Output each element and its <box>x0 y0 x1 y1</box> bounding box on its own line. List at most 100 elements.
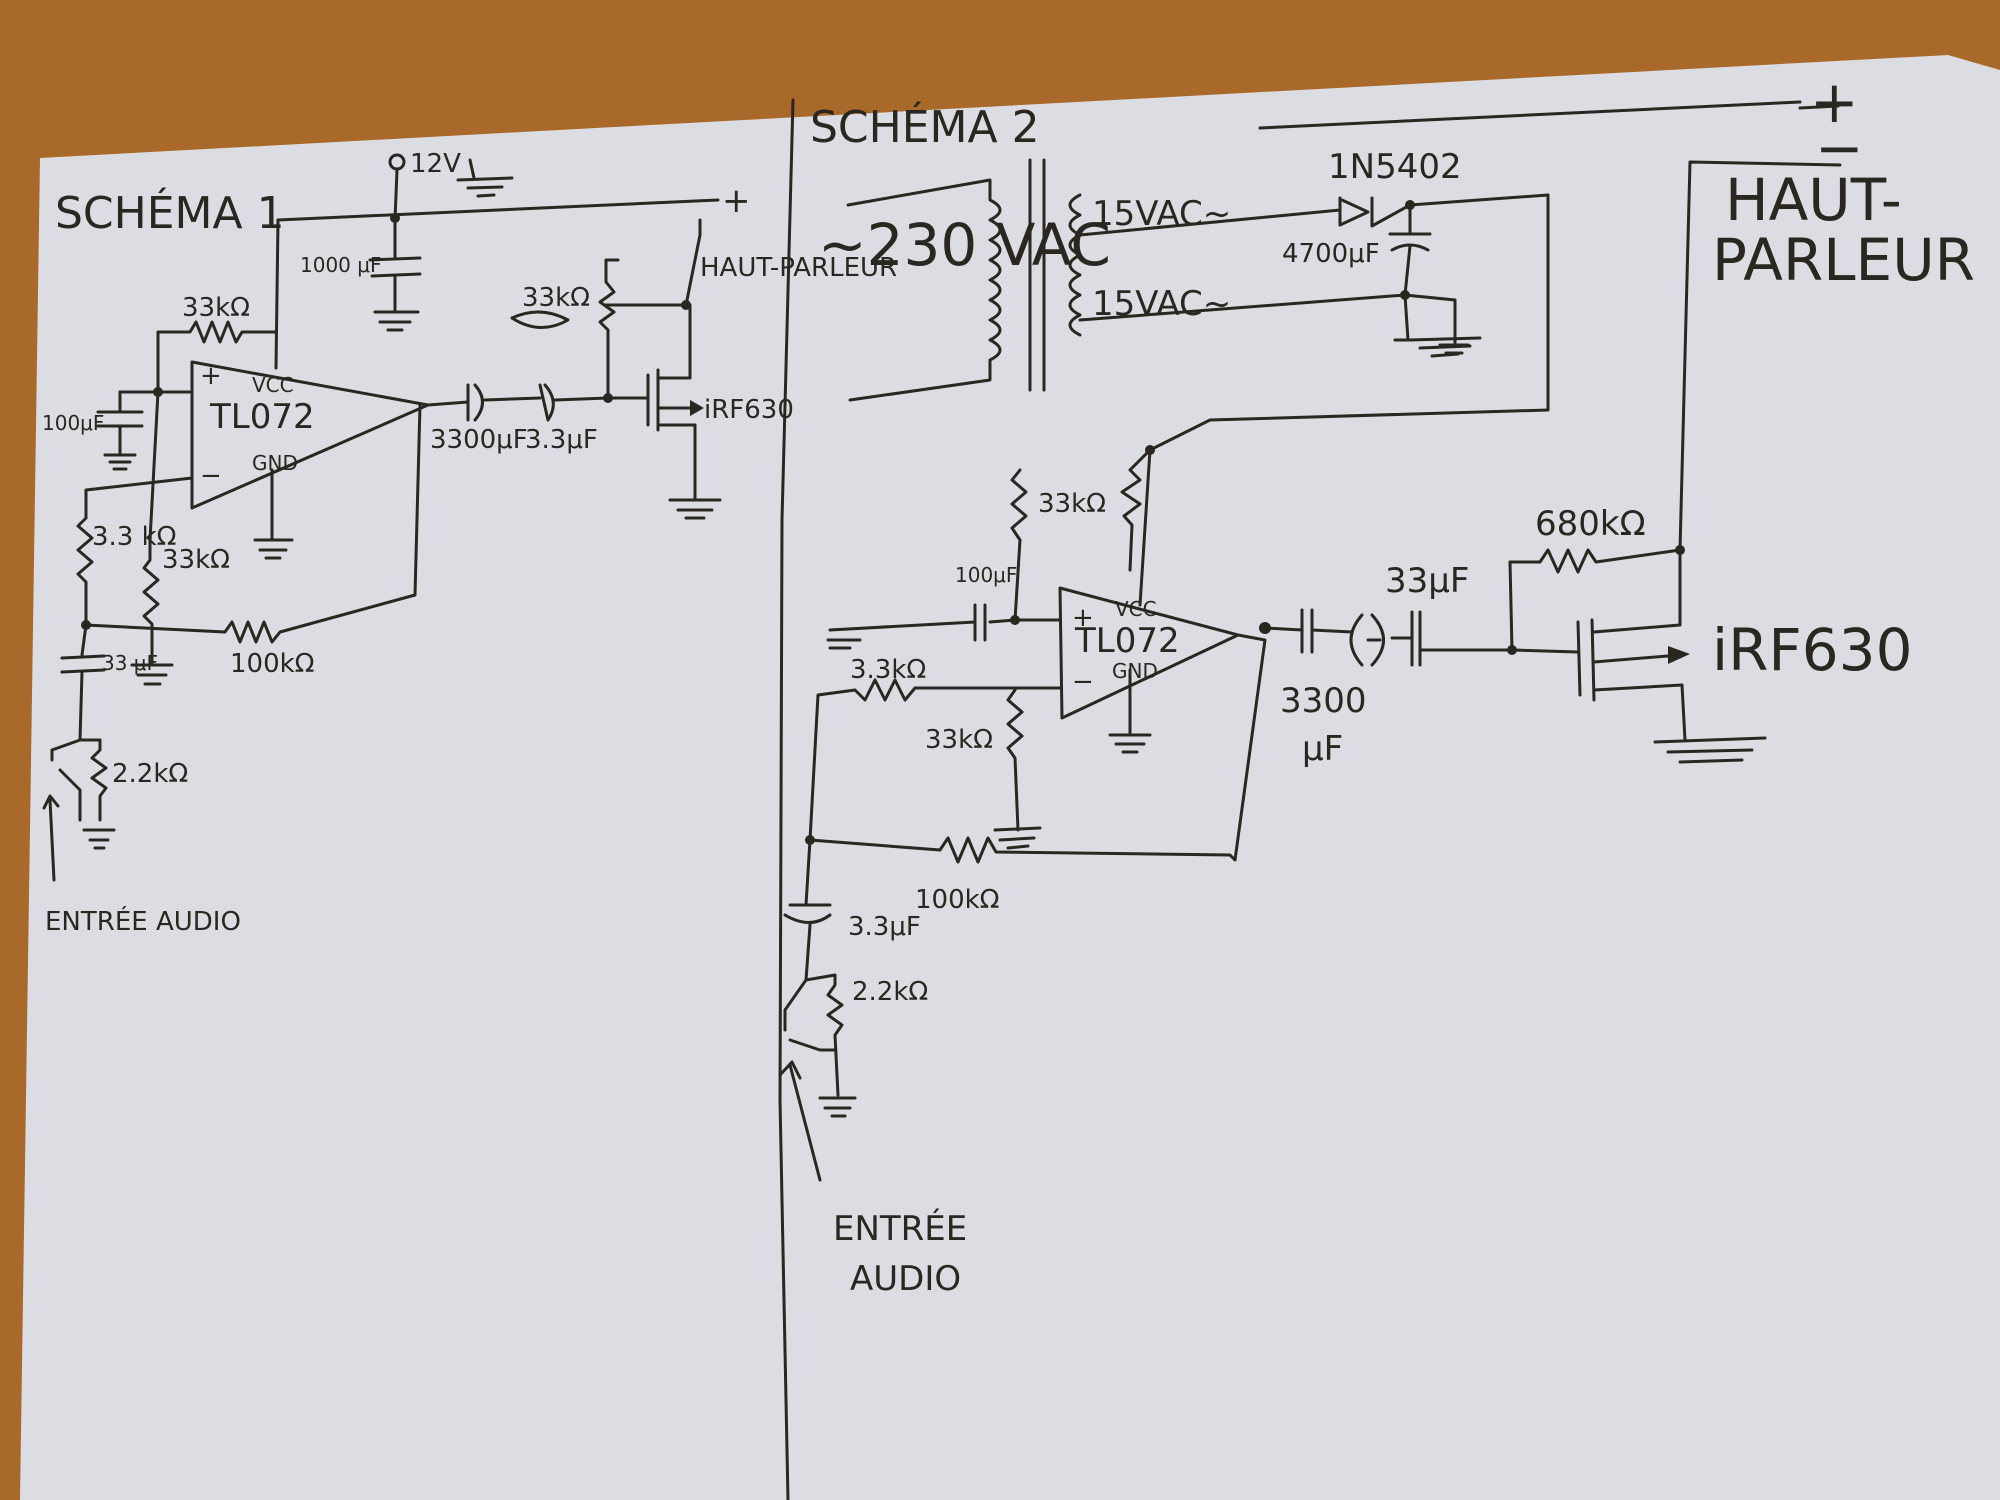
wire <box>393 168 399 222</box>
schema1-opamp-gnd: GND <box>252 451 298 475</box>
schema1-plus-label: + <box>722 181 751 221</box>
resistor-33k-bias-icon <box>142 390 160 667</box>
schema2-diode: 1N5402 <box>1328 147 1462 187</box>
schema1-title: SCHÉMA 1 <box>55 186 285 239</box>
junction <box>1400 290 1410 300</box>
resistor-3k3-icon <box>76 516 94 627</box>
schema2-cap-33: 33μF <box>1385 561 1469 601</box>
wire-vcc <box>274 218 280 370</box>
schema2-cap-out-2: μF <box>1302 729 1343 769</box>
schema1-cap-supply: 1000 μF <box>300 253 381 277</box>
schema1-r-div-right: 33kΩ <box>162 545 230 575</box>
wire-vcc <box>1138 448 1152 607</box>
schema2-r-bias-top: 33kΩ <box>1038 489 1106 519</box>
transformer-primary-icon <box>846 178 1002 402</box>
output-capacitors-icon <box>426 383 610 422</box>
schema1-cap-input-bias: 100μF <box>42 411 104 435</box>
schema2-minus: − <box>1815 114 1864 182</box>
wire-speaker-minus <box>1678 160 1842 552</box>
mosfet-arrow-icon <box>1668 646 1690 664</box>
schema1-r-input: 2.2kΩ <box>112 759 188 789</box>
capacitor-33uf-icon <box>60 623 106 742</box>
supply-ground-icon <box>456 158 514 198</box>
ground-icon <box>1393 293 1482 358</box>
transformer-core-icon <box>1028 158 1046 392</box>
input-jack-icon <box>783 978 837 1052</box>
opamp-ground-icon <box>1108 668 1152 754</box>
schema1-speaker: HAUT-PARLEUR <box>700 253 897 283</box>
wire-plus-rail <box>276 198 720 222</box>
resistor-680k-icon <box>1508 548 1682 652</box>
schema2-r-bias-bottom: 33kΩ <box>925 725 993 755</box>
wire <box>84 476 194 520</box>
opamp-ground-icon <box>253 468 294 560</box>
schema2-opamp <box>1058 586 1240 720</box>
mosfet-icon <box>606 303 722 520</box>
resistor-100k-feedback-icon <box>84 403 422 644</box>
schema2-opamp-name: TL072 <box>1074 621 1180 661</box>
transformer-secondary-icon <box>1068 193 1082 337</box>
resistor-33k-top-icon <box>156 320 278 394</box>
schema1-r-div-left: 3.3 kΩ <box>92 522 177 552</box>
schema1-opamp-plus: + <box>200 361 222 391</box>
capacitor-3u3-icon <box>783 838 832 982</box>
paper-sheet <box>20 55 2000 1500</box>
schema1-r-gate: 33kΩ <box>522 283 590 313</box>
schema2-input-1: ENTRÉE <box>833 1208 967 1249</box>
output-capacitors-icon <box>1263 608 1514 667</box>
schema1-cap-input: 33 μF <box>102 651 158 675</box>
schema1-supply-label: 12V <box>410 149 461 179</box>
input-arrow-icon <box>42 794 60 882</box>
schema2-cap-input: 3.3μF <box>848 912 921 942</box>
schema1-input-label: ENTRÉE AUDIO <box>45 905 241 937</box>
schema2-mains: ~230 VAC <box>818 211 1111 279</box>
diode-1n5402-icon <box>1078 193 1550 237</box>
schema1: SCHÉMA 1 12V + 1000 μF 33kΩ + − VCC TL07… <box>42 149 897 937</box>
ground-icon <box>130 663 174 686</box>
resistor-3k3-icon <box>808 678 1062 842</box>
schema1-cap-out2: 3.3μF <box>525 425 598 455</box>
schema2-opamp-minus: − <box>1072 667 1094 697</box>
schema1-opamp-minus: − <box>200 461 222 491</box>
schema2-cap-out-1: 3300 <box>1280 681 1367 721</box>
wire-plus-rail <box>1148 193 1550 452</box>
wire <box>1120 448 1152 572</box>
schema1-r-feedback-top: 33kΩ <box>182 293 250 323</box>
wire-plus-rail-top <box>1258 100 1840 130</box>
schema2-speaker-1: HAUT- <box>1725 166 1902 234</box>
schema1-opamp-vcc: VCC <box>252 373 294 397</box>
mosfet-icon <box>1510 548 1767 764</box>
resistor-33k-gate-icon <box>598 258 688 400</box>
resistor-33k-bias-top-icon <box>1010 468 1028 622</box>
schema1-mosfet: iRF630 <box>704 395 794 425</box>
input-jack-icon <box>50 738 82 822</box>
junction <box>390 213 400 223</box>
resistor-100k-feedback-icon <box>808 633 1267 864</box>
schema2-r-33k: 3.3kΩ <box>850 655 926 685</box>
scribble-icon <box>510 310 570 329</box>
schema2-r-680k: 680kΩ <box>1535 504 1646 544</box>
schema2-plus: + <box>1810 68 1859 136</box>
capacitor-4700uf-icon <box>1388 203 1432 297</box>
capacitor-100uf-icon <box>826 603 1017 650</box>
schema1-opamp-name: TL072 <box>209 397 315 437</box>
divider-line <box>778 98 795 1500</box>
schema2: SCHÉMA 2 ~230 VAC 15VAC~ 15VAC~ 1N5402 4… <box>778 68 1975 1299</box>
wire-speaker <box>684 218 702 307</box>
schema2-cap-bias: 100μF <box>955 563 1017 587</box>
schema2-mosfet: iRF630 <box>1712 616 1912 684</box>
schema2-cap-filter: 4700μF <box>1282 239 1380 269</box>
schema2-opamp-plus: + <box>1072 603 1094 633</box>
schema1-cap-out1: 3300μF <box>430 425 528 455</box>
resistor-33k-bias-bottom-icon <box>993 688 1042 850</box>
resistor-2k2-icon <box>804 973 857 1118</box>
capacitor-100uf-icon <box>96 390 144 471</box>
schema2-input-2: AUDIO <box>850 1259 961 1299</box>
schema2-opamp-gnd: GND <box>1112 659 1158 683</box>
capacitor-1000uf-icon <box>368 218 422 332</box>
mosfet-arrow-icon <box>690 400 704 416</box>
resistor-2k2-icon <box>78 738 116 850</box>
schema2-opamp-vcc: VCC <box>1115 597 1157 621</box>
schema1-r-feedback: 100kΩ <box>230 649 315 679</box>
